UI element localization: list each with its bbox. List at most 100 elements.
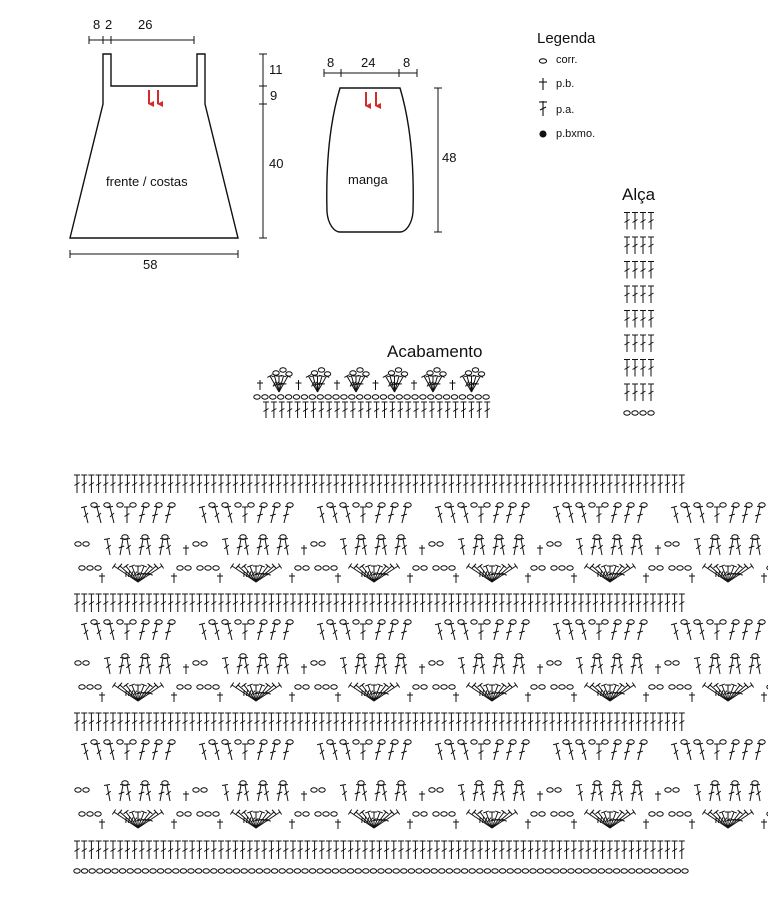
double-crochet-icon: [239, 474, 246, 493]
double-crochet-icon: [457, 537, 466, 556]
chain-stitch-icon: [302, 565, 310, 571]
double-crochet-icon: [489, 684, 495, 701]
double-crochet-icon: [589, 809, 611, 829]
double-crochet-icon: [614, 474, 620, 493]
chain-stitch-icon: [378, 739, 386, 745]
double-crochet-icon: [517, 783, 526, 802]
double-crochet-icon: [637, 505, 646, 524]
chain-stitch-icon: [234, 739, 242, 745]
double-crochet-icon: [131, 840, 138, 859]
single-crochet-icon: [655, 791, 661, 801]
double-crochet-icon: [137, 563, 165, 583]
double-crochet-icon: [340, 712, 347, 731]
single-crochet-icon: [419, 664, 425, 674]
chain-stitch-icon: [212, 811, 220, 817]
double-crochet-icon: [235, 563, 257, 583]
double-crochet-icon: [189, 840, 196, 859]
manga-dim-side: 48: [442, 150, 457, 165]
single-crochet-icon: [411, 380, 417, 390]
double-crochet-icon: [270, 401, 277, 418]
double-crochet-icon: [106, 742, 115, 761]
double-crochet-icon: [635, 537, 644, 556]
double-crochet-icon: [640, 212, 646, 230]
chain-stitch-icon: [664, 660, 672, 666]
double-crochet-icon: [357, 401, 364, 418]
double-crochet-icon: [506, 622, 515, 641]
double-crochet-icon: [578, 840, 584, 859]
chain-stitch-icon: [407, 868, 416, 874]
chain-stitch-icon: [116, 502, 124, 508]
double-crochet-icon: [585, 712, 592, 731]
double-crochet-icon: [189, 712, 196, 731]
chain-stitch-icon: [378, 619, 386, 625]
double-crochet-icon: [95, 474, 102, 493]
chain-stitch-icon: [365, 739, 373, 745]
chain-stitch-icon: [129, 502, 137, 508]
double-crochet-icon: [592, 840, 599, 859]
chain-stitch-icon: [546, 787, 554, 793]
double-crochet-icon: [167, 712, 174, 731]
double-crochet-icon: [493, 505, 502, 524]
double-crochet-icon: [707, 682, 729, 702]
double-crochet-icon: [610, 783, 619, 802]
double-crochet-icon: [421, 401, 427, 418]
double-crochet-icon: [470, 474, 476, 493]
double-crochet-icon: [118, 537, 127, 556]
double-crochet-icon: [713, 809, 729, 829]
double-crochet-icon: [311, 474, 318, 493]
double-crochet-icon: [160, 474, 167, 493]
double-crochet-icon: [635, 712, 642, 731]
chain-stitch-icon: [253, 394, 261, 400]
double-crochet-icon: [257, 505, 266, 524]
double-crochet-icon: [592, 712, 599, 731]
double-crochet-icon: [390, 593, 397, 612]
double-crochet-icon: [448, 840, 455, 859]
chain-stitch-icon: [436, 660, 444, 666]
double-crochet-icon: [135, 811, 141, 828]
chain-stitch-icon: [176, 684, 184, 690]
double-crochet-icon: [255, 809, 271, 829]
chain-stitch-icon: [558, 565, 566, 571]
double-crochet-icon: [394, 783, 403, 802]
chain-stitch-icon: [168, 502, 176, 508]
double-crochet-icon: [81, 593, 88, 612]
double-crochet-icon: [255, 809, 283, 829]
double-crochet-icon: [714, 506, 720, 523]
chain-stitch-icon: [444, 502, 452, 508]
double-crochet-icon: [599, 593, 606, 612]
double-crochet-icon: [477, 783, 486, 802]
double-crochet-icon: [609, 809, 625, 829]
double-crochet-icon: [419, 474, 426, 493]
single-crochet-icon: [453, 819, 459, 829]
double-crochet-icon: [476, 401, 483, 418]
double-crochet-icon: [448, 593, 455, 612]
double-crochet-icon: [648, 334, 654, 352]
single-crochet-icon: [295, 380, 302, 390]
chain-stitch-icon: [732, 619, 740, 625]
double-crochet-icon: [342, 505, 351, 524]
chain-stitch-icon: [668, 684, 676, 690]
chain-stitch-icon: [640, 739, 648, 745]
double-crochet-icon: [297, 840, 304, 859]
dim-side-c: 40: [269, 156, 284, 171]
double-crochet-icon: [542, 474, 548, 493]
double-crochet-icon: [506, 593, 512, 612]
double-crochet-icon: [268, 712, 275, 731]
double-crochet-icon: [519, 622, 528, 641]
double-crochet-icon: [615, 537, 624, 556]
chain-stitch-icon: [567, 868, 575, 874]
double-crochet-icon: [304, 474, 311, 493]
double-crochet-icon: [182, 840, 188, 859]
double-crochet-icon: [635, 840, 642, 859]
double-crochet-icon: [575, 656, 584, 675]
double-crochet-icon: [640, 310, 646, 328]
double-crochet-icon: [124, 712, 131, 731]
double-crochet-icon: [621, 840, 628, 859]
chain-stitch-icon: [96, 868, 104, 874]
double-crochet-icon: [614, 712, 620, 731]
double-crochet-icon: [471, 682, 493, 702]
double-crochet-icon: [198, 505, 207, 524]
chain-stitch-icon: [279, 367, 287, 373]
double-crochet-icon: [311, 593, 318, 612]
chain-stitch-icon: [184, 811, 192, 817]
